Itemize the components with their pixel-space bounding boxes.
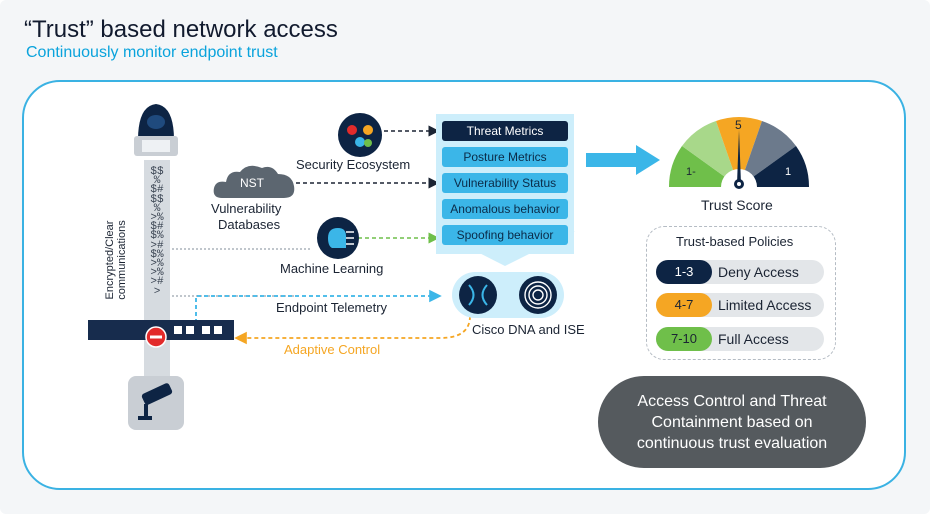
nst-badge: NST — [240, 176, 264, 190]
gauge-mid-label: 5 — [735, 118, 742, 132]
adaptive-control-arrow — [234, 315, 471, 345]
policy-deny-range: 1-3 — [656, 260, 712, 284]
policy-limited-range: 4-7 — [656, 293, 712, 317]
encrypted-stream-text: $$%$#$$%>%$#$%>#$%>%>%>#> — [150, 166, 164, 298]
camera-icon — [128, 376, 184, 430]
metric-vulnerability: Vulnerability Status — [442, 173, 568, 193]
trust-score-label: Trust Score — [701, 197, 773, 213]
gauge-low-label: 1- — [686, 166, 696, 178]
dna-ise-label: Cisco DNA and ISE — [472, 322, 585, 337]
trust-score-gauge — [668, 117, 810, 192]
gauge-high-label: 1 — [785, 166, 792, 178]
metric-spoofing: Spoofing behavior — [442, 225, 568, 245]
policy-full-label: Full Access — [718, 331, 789, 347]
page-subtitle: Continuously monitor endpoint trust — [26, 44, 278, 61]
cloud-icon — [213, 165, 295, 198]
telemetry-arrow — [195, 289, 442, 330]
policy-deny-label: Deny Access — [718, 264, 799, 280]
hacker-icon — [134, 104, 178, 156]
summary-line-2: Containment based on — [651, 413, 813, 431]
machine-learning-label: Machine Learning — [280, 261, 384, 276]
dna-ise-badge — [452, 272, 564, 318]
summary-line-1: Access Control and Threat — [637, 392, 827, 410]
adaptive-control-label: Adaptive Control — [284, 342, 381, 357]
policy-deny: 1-3 Deny Access — [656, 260, 824, 284]
summary-line-3: continuous trust evaluation — [636, 434, 828, 452]
machine-learning-icon — [317, 217, 359, 259]
policies-title: Trust-based Policies — [676, 234, 794, 249]
block-icon — [145, 326, 167, 348]
metric-posture: Posture Metrics — [442, 147, 568, 167]
metric-threat: Threat Metrics — [442, 121, 568, 141]
policy-full: 7-10 Full Access — [656, 327, 824, 351]
encrypted-label: Encrypted/Clear communications — [104, 220, 128, 300]
policy-limited-label: Limited Access — [718, 297, 812, 313]
policy-full-range: 7-10 — [656, 327, 712, 351]
summary-pill: Access Control and Threat Containment ba… — [598, 376, 866, 468]
security-ecosystem-label: Security Ecosystem — [296, 157, 411, 172]
encrypted-label-wrap: Encrypted/Clear communications — [96, 198, 136, 308]
metric-anomalous: Anomalous behavior — [442, 199, 568, 219]
vulnerability-db-label-2: Databases — [218, 217, 281, 232]
security-ecosystem-icon — [338, 113, 382, 157]
vulnerability-db-label-1: Vulnerability — [211, 201, 282, 216]
flow-to-score-arrow — [586, 145, 660, 175]
endpoint-telemetry-label: Endpoint Telemetry — [276, 300, 388, 315]
page-title: “Trust” based network access — [24, 16, 338, 43]
switch-ports-icon — [174, 326, 222, 334]
policy-limited: 4-7 Limited Access — [656, 293, 824, 317]
